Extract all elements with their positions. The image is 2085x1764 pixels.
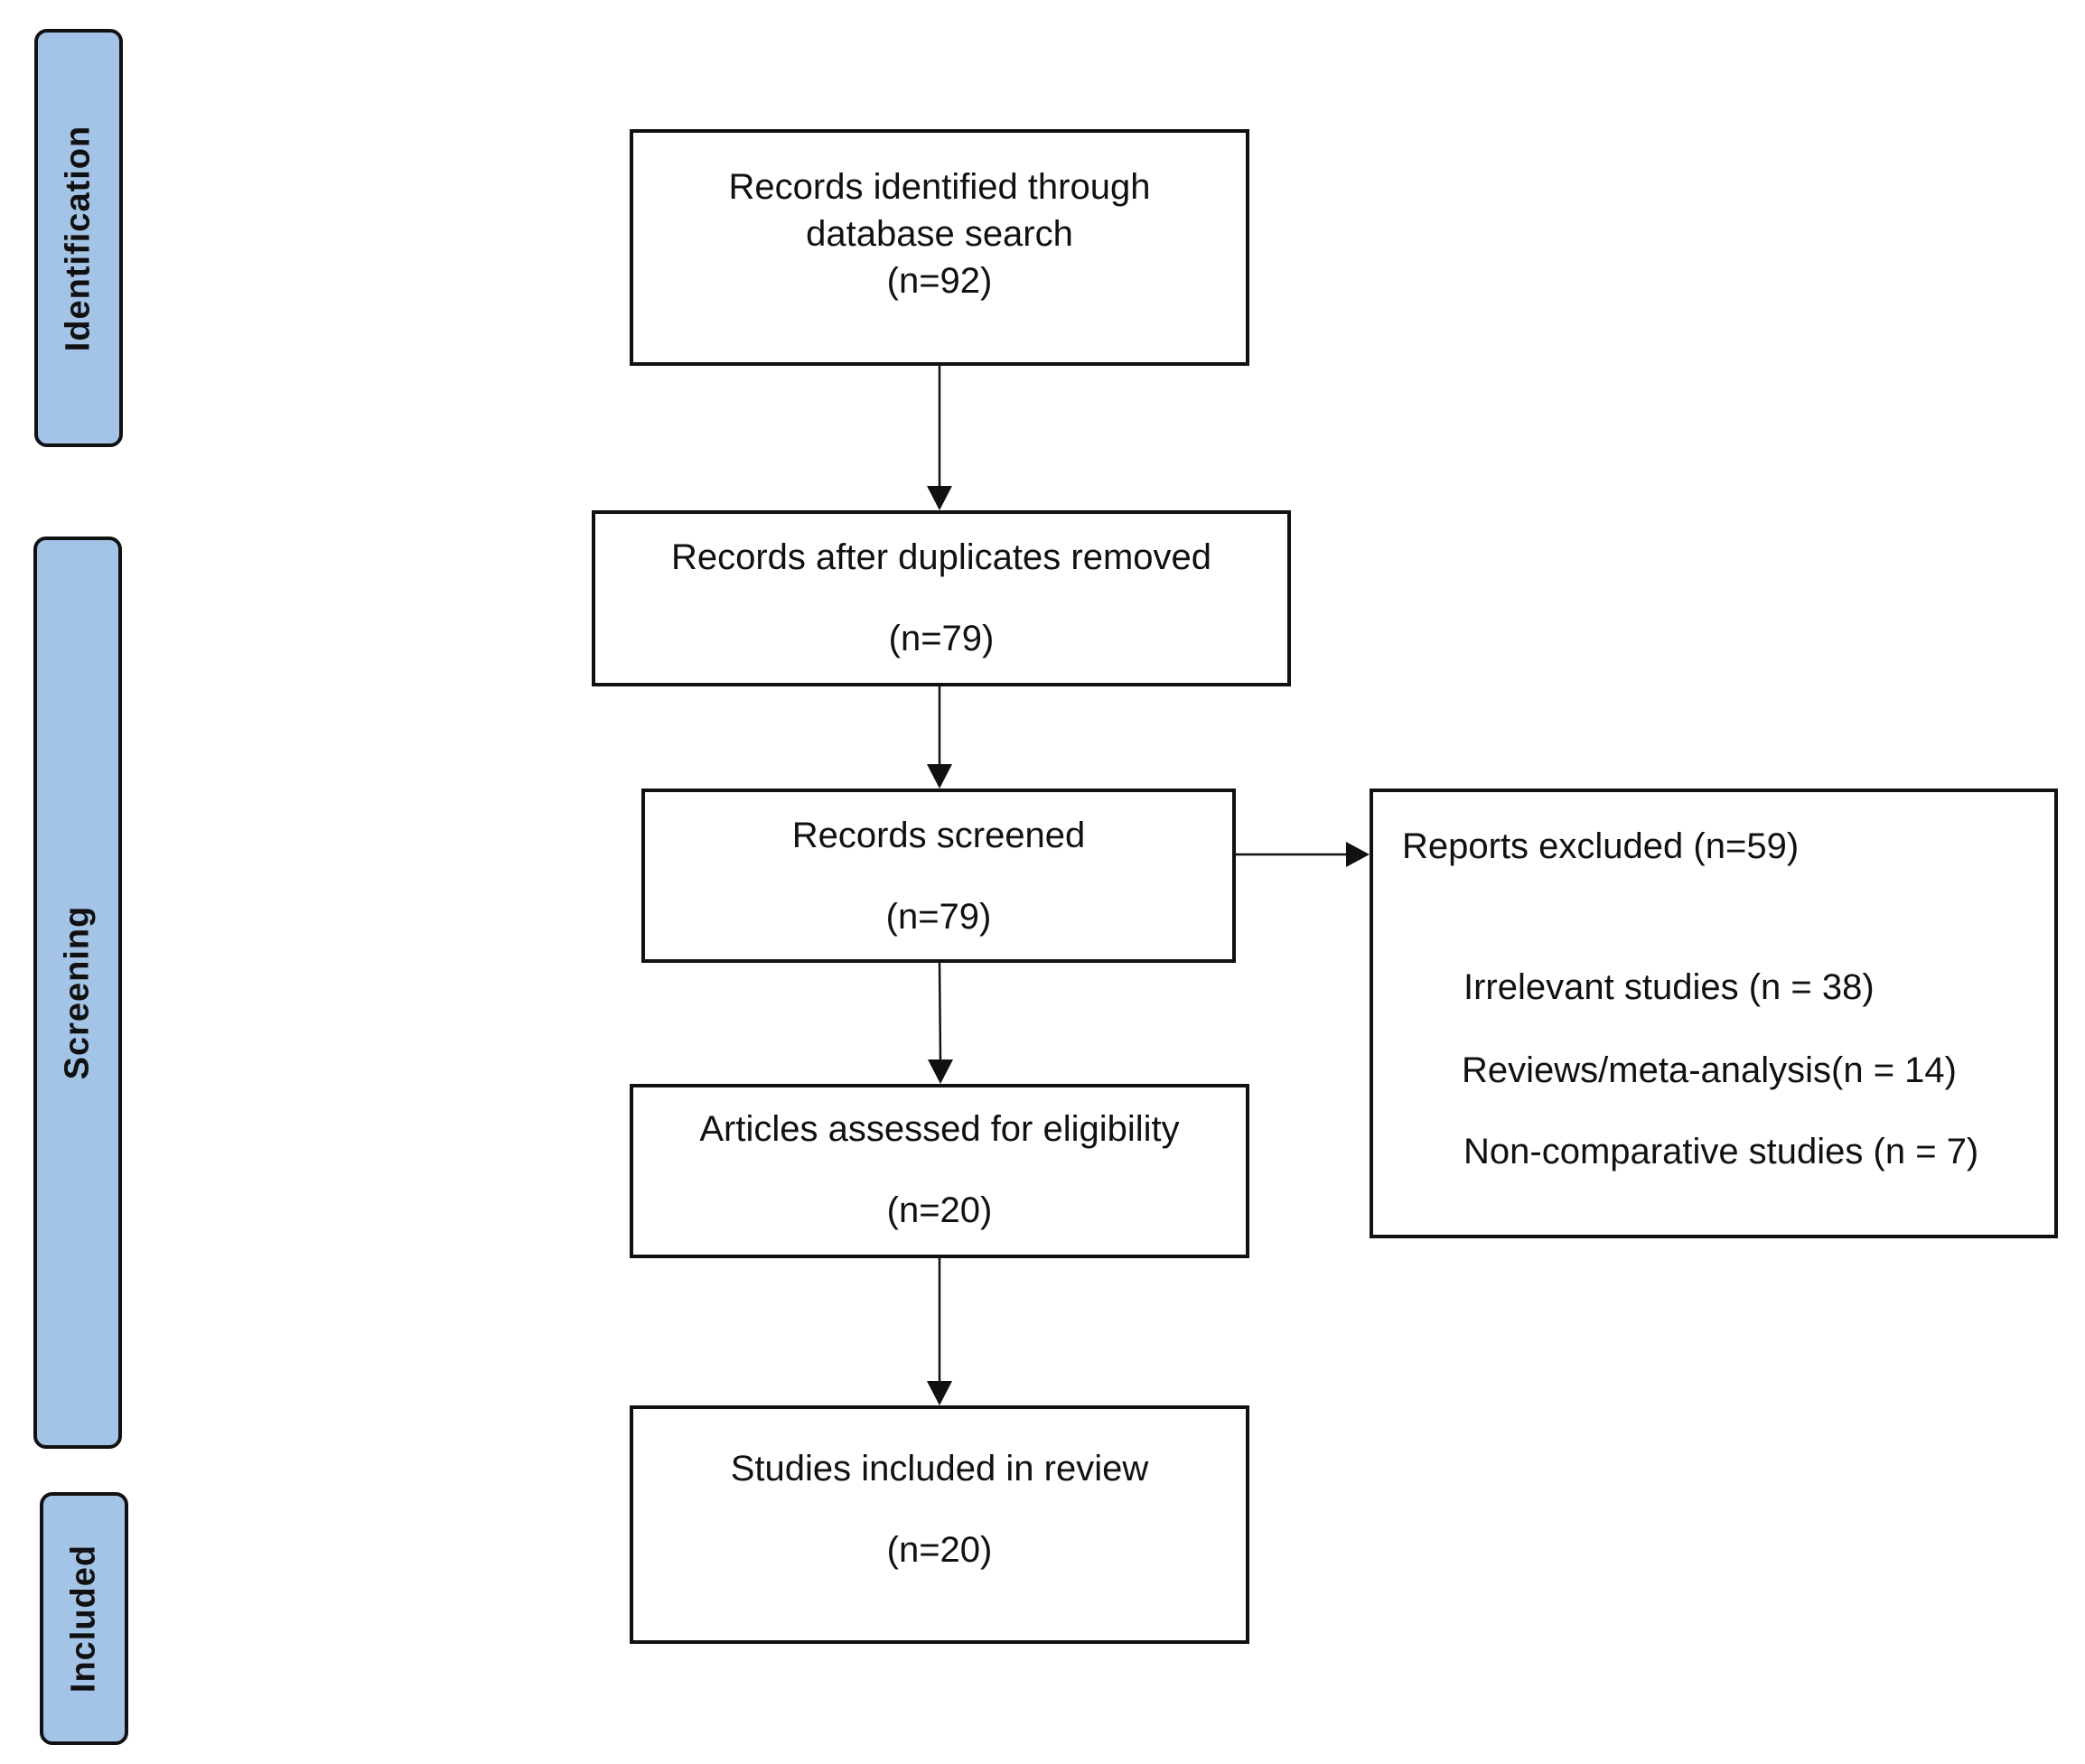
eligibility-box: Articles assessed for eligibility (n=20)	[630, 1084, 1249, 1258]
duplicates-removed-count: (n=79)	[888, 619, 995, 658]
eligibility-label: Articles assessed for eligibility	[699, 1109, 1180, 1149]
eligibility-count: (n=20)	[886, 1190, 993, 1230]
reports-excluded-box: Reports excluded (n=59) Irrelevant studi…	[1370, 789, 2058, 1238]
exclusion-reason: Irrelevant studies (n = 38)	[1463, 967, 1875, 1007]
records-screened-count: (n=79)	[885, 897, 992, 937]
arrowhead-eligibility	[928, 1059, 953, 1084]
phase-screening-pill: Screening	[33, 537, 122, 1449]
records-identified-line2: database search	[806, 214, 1073, 254]
studies-included-count: (n=20)	[886, 1530, 993, 1570]
reports-excluded-title: Reports excluded (n=59)	[1402, 826, 1800, 866]
records-identified-line1: Records identified through	[728, 167, 1151, 207]
exclusion-reason: Reviews/meta-analysis(n = 14)	[1462, 1050, 1957, 1090]
phase-identification-pill: Identification	[34, 29, 123, 447]
duplicates-removed-box: Records after duplicates removed (n=79)	[592, 510, 1291, 686]
arrowhead-excluded	[1346, 842, 1370, 867]
arrowhead-screened	[927, 764, 952, 789]
records-identified-count: (n=92)	[886, 261, 993, 301]
exclusion-reason: Non-comparative studies (n = 7)	[1463, 1132, 1979, 1171]
records-screened-box: Records screened (n=79)	[641, 789, 1236, 963]
studies-included-box: Studies included in review (n=20)	[630, 1405, 1249, 1644]
duplicates-removed-label: Records after duplicates removed	[670, 537, 1212, 577]
records-screened-label: Records screened	[791, 816, 1086, 855]
studies-included-label: Studies included in review	[730, 1449, 1149, 1489]
arrowhead-included	[927, 1381, 952, 1405]
phase-included-pill: Included	[40, 1492, 128, 1745]
records-identified-box: Records identified through database sear…	[630, 129, 1249, 366]
arrowhead-duplicates	[927, 486, 952, 510]
